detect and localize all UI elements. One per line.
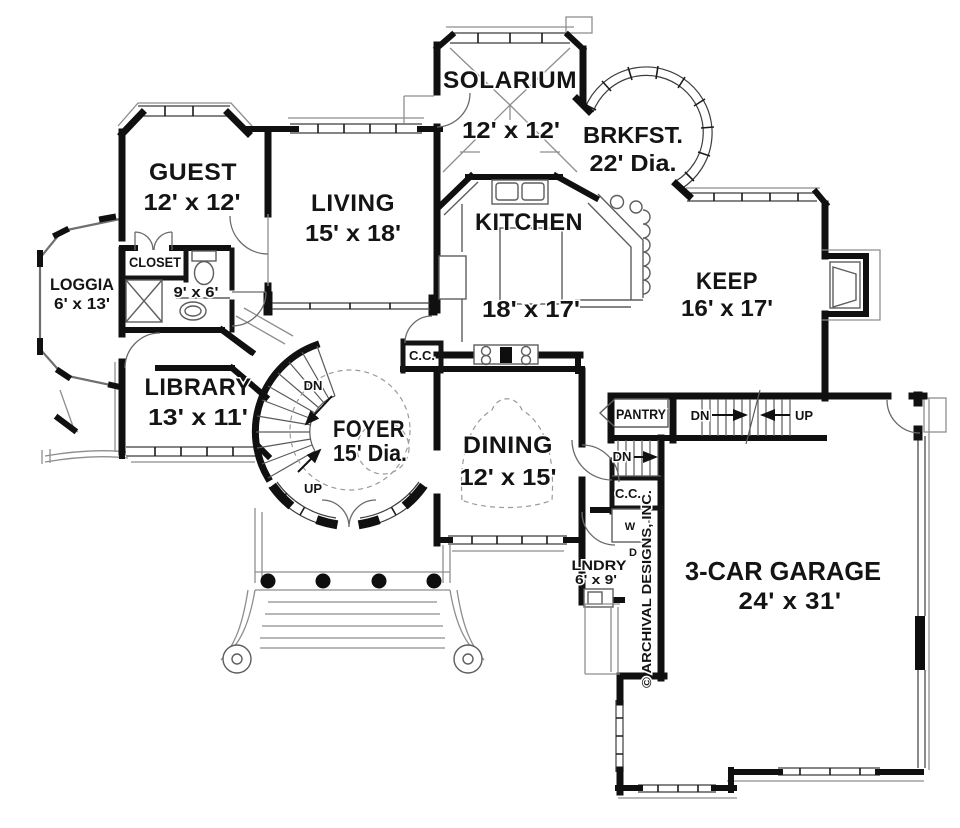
laundry-door-arc (581, 511, 616, 546)
bath-dims: 9' x 6' (174, 284, 219, 301)
stairs (220, 345, 791, 674)
garage-dims: 24' x 31' (739, 588, 842, 615)
basement-stair-door-arc (571, 439, 613, 481)
loggia-dims: 6' x 13' (54, 296, 110, 313)
spiral-up-arrow (297, 448, 322, 473)
keep-label: KEEP (696, 268, 758, 295)
porch-column (371, 573, 387, 589)
breakfast-label: BRKFST. (583, 122, 683, 148)
foyer-dims: 15' Dia. (333, 440, 407, 466)
laundry-dims: 6' x 9' (575, 572, 617, 587)
front-porch (254, 508, 451, 591)
walls (117, 30, 928, 796)
breakfast-dims: 22' Dia. (590, 150, 677, 176)
fixtures (125, 47, 861, 675)
dining-ceiling-detail (460, 398, 554, 509)
column (629, 200, 643, 214)
spiral-down-label: DN (304, 378, 323, 393)
toilet-tank (191, 250, 217, 262)
fireplace (829, 261, 861, 309)
dining-dims: 12' x 15' (460, 464, 557, 490)
guest-dims: 12' x 12' (144, 189, 241, 215)
guest-closet-doors (134, 231, 173, 251)
laundry-sink (583, 588, 614, 608)
solarium-label: SOLARIUM (443, 67, 577, 94)
library-door-arc (124, 332, 161, 369)
coat-closet-label-foyer: C.C. (409, 348, 435, 363)
toilet-bowl (193, 260, 215, 286)
washer-label: W (625, 521, 636, 533)
library-dims: 13' x 11' (148, 404, 248, 430)
copyright-text: © ARCHIVAL DESIGNS, INC. (639, 490, 654, 688)
garage-entry-door-arc (886, 399, 921, 434)
doors (124, 92, 921, 546)
stair-arrows (297, 395, 790, 473)
foyer-label: FOYER (333, 416, 405, 443)
front-double-door (321, 499, 377, 528)
solarium-door-arc (436, 92, 471, 128)
foyer-ceiling-detail (289, 369, 411, 491)
kitchen-island (499, 227, 563, 305)
refrigerator (438, 255, 467, 300)
living-dims: 15' x 18' (305, 220, 401, 246)
loggia-walls (37, 213, 129, 464)
spiral-up-label: UP (304, 481, 322, 496)
guest-label: GUEST (149, 159, 237, 186)
closet-label: CLOSET (129, 254, 181, 270)
loggia-label: LOGGIA (50, 275, 114, 294)
coat-closet-door-arc (404, 315, 433, 344)
pantry-label: PANTRY (616, 406, 667, 422)
living-label: LIVING (311, 190, 395, 217)
column (609, 194, 625, 210)
coat-closet-label-hall: C.C. (615, 486, 641, 501)
garage-label: 3-CAR GARAGE (685, 556, 881, 586)
bath-sink (179, 301, 207, 321)
porch-column (315, 573, 331, 589)
laundry-label: LNDRY (572, 557, 628, 573)
pantry-banner (598, 398, 669, 428)
bar-stools (642, 209, 651, 295)
kitchen-label: KITCHEN (475, 209, 583, 236)
porch-column (426, 573, 442, 589)
washer-box (611, 508, 650, 543)
main-down-label: DN (691, 408, 710, 423)
keep-dims: 16' x 17' (681, 295, 773, 321)
porch-column (260, 573, 276, 589)
kitchen-dims: 18' x 17' (482, 296, 580, 322)
basement-down-label: DN (613, 449, 632, 464)
linen-chase (125, 279, 163, 323)
dining-hall-door-arc (581, 444, 620, 483)
library-label: LIBRARY (145, 374, 252, 401)
solarium-dims: 12' x 12' (462, 117, 560, 143)
dining-label: DINING (463, 432, 553, 459)
main-up-label: UP (795, 408, 813, 423)
bath-door-arc (231, 291, 267, 327)
labels: SOLARIUM 12' x 12' BRKFST. 22' Dia. GUES… (49, 66, 883, 690)
guest-door-arc (229, 215, 269, 255)
dryer-label: D (629, 547, 637, 559)
spiral-down-arrow (304, 395, 333, 426)
